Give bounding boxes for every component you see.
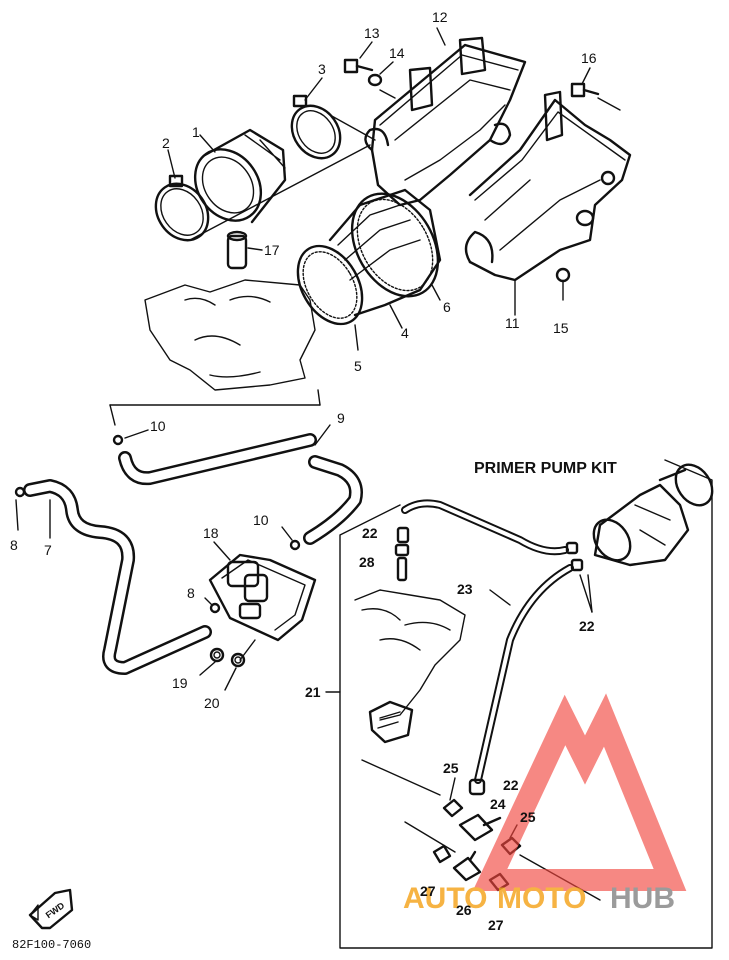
label-8-left: 8 (10, 537, 18, 553)
label-25-right: 25 (520, 809, 536, 825)
label-15: 15 (553, 320, 569, 336)
air-box-base (464, 90, 632, 316)
fuel-hoses (14, 424, 363, 675)
fitting-17 (226, 230, 263, 270)
label-5: 5 (354, 358, 362, 374)
diagram-part-code: 82F100-7060 (12, 938, 91, 952)
watermark-auto: AUTO (403, 882, 487, 915)
label-2: 2 (162, 135, 170, 151)
label-17: 17 (264, 242, 280, 258)
label-14: 14 (389, 45, 405, 61)
label-18: 18 (203, 525, 219, 541)
label-23: 23 (457, 581, 473, 597)
label-22-bottom: 22 (503, 777, 519, 793)
label-8-mid: 8 (187, 585, 195, 601)
label-16: 16 (581, 50, 597, 66)
fwd-arrow-icon: FWD (28, 888, 74, 930)
flame-arrestor (296, 188, 442, 351)
label-27-left: 27 (420, 883, 436, 899)
label-6: 6 (443, 299, 451, 315)
fuel-filter-18 (199, 541, 317, 691)
engine-outline (109, 279, 321, 426)
label-11: 11 (505, 315, 520, 331)
intake-assembly (154, 77, 376, 242)
watermark-triangle (472, 693, 687, 891)
primer-pump-kit-box (325, 459, 714, 949)
air-box-cover (364, 27, 527, 207)
label-10-mid: 10 (253, 512, 269, 528)
label-28: 28 (359, 554, 375, 570)
watermark-logo: AUTO MOTO HUB (403, 693, 687, 915)
label-20: 20 (204, 695, 220, 711)
label-7: 7 (44, 542, 52, 558)
label-10-top: 10 (150, 418, 166, 434)
label-21: 21 (305, 684, 321, 700)
label-19: 19 (172, 675, 188, 691)
label-12: 12 (432, 9, 448, 25)
label-22-top: 22 (362, 525, 378, 541)
fasteners (343, 41, 621, 301)
label-3: 3 (318, 61, 326, 77)
label-26: 26 (456, 902, 472, 918)
label-9: 9 (337, 410, 345, 426)
label-1: 1 (192, 124, 200, 140)
part-labels: 1 2 3 4 5 6 7 8 8 9 10 10 11 12 13 14 15… (10, 9, 597, 933)
primer-pump-kit-title: PRIMER PUMP KIT (474, 460, 617, 477)
watermark-hub: HUB (610, 882, 675, 915)
label-4: 4 (401, 325, 409, 341)
label-27-right: 27 (488, 917, 504, 933)
watermark-moto: MOTO (497, 882, 586, 915)
label-24: 24 (490, 796, 506, 812)
label-13: 13 (364, 25, 380, 41)
label-25-left: 25 (443, 760, 459, 776)
label-22-right: 22 (579, 618, 595, 634)
